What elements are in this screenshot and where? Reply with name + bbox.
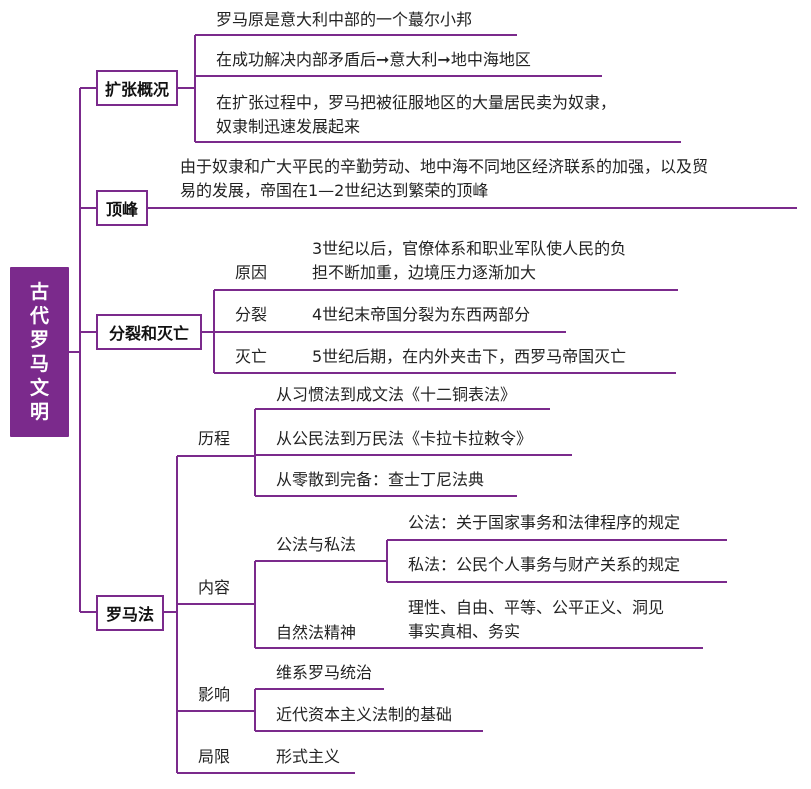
branch-split: 分裂和灭亡 [96, 314, 202, 350]
branch-title: 分裂和灭亡 [108, 324, 189, 343]
law-content-label: 内容 [198, 578, 231, 597]
split-cause-text: 担不断加重，边境压力逐渐加大 [312, 263, 537, 282]
root-char: 马 [29, 353, 49, 375]
root-char: 罗 [29, 329, 49, 351]
law-influence-item: 维系罗马统治 [276, 663, 373, 682]
root-char: 古 [29, 281, 49, 303]
law-public-private-label: 公法与私法 [276, 535, 357, 554]
root-char: 文 [29, 377, 49, 399]
branch-title: 罗马法 [105, 605, 154, 624]
law-process-label: 历程 [198, 429, 231, 448]
root-node: 古 代 罗 马 文 明 [10, 267, 69, 437]
branch-peak: 顶峰 [96, 190, 148, 226]
law-influence-item: 近代资本主义法制的基础 [276, 705, 453, 724]
split-cause-label: 原因 [235, 263, 268, 282]
law-private-law: 私法：公民个人事务与财产关系的规定 [408, 555, 681, 574]
law-process-item: 从零散到完备：查士丁尼法典 [276, 470, 485, 489]
root-char: 明 [29, 401, 49, 423]
split-fall-label: 灭亡 [235, 347, 268, 366]
law-public-law: 公法：关于国家事务和法律程序的规定 [408, 513, 681, 532]
expansion-item: 罗马原是意大利中部的一个蕞尔小邦 [216, 10, 473, 29]
law-influence-label: 影响 [198, 685, 231, 704]
law-natural-law-label: 自然法精神 [276, 623, 357, 642]
law-limit-label: 局限 [198, 747, 231, 766]
peak-text: 易的发展，帝国在1—2世纪达到繁荣的顶峰 [180, 181, 489, 200]
split-split-text: 4世纪末帝国分裂为东西两部分 [312, 305, 531, 324]
root-char: 代 [29, 305, 49, 327]
law-process-item: 从公民法到万民法《卡拉卡拉敕令》 [276, 429, 533, 448]
expansion-item: 在扩张过程中，罗马把被征服地区的大量居民卖为奴隶， [216, 93, 617, 112]
branch-law: 罗马法 [96, 595, 164, 631]
split-split-label: 分裂 [235, 305, 268, 324]
branch-title: 扩张概况 [104, 80, 169, 99]
branch-title: 顶峰 [105, 200, 138, 219]
expansion-item: 在成功解决内部矛盾后➞意大利➞地中海地区 [216, 50, 531, 69]
law-natural-law-text: 理性、自由、平等、公平正义、洞见 [408, 598, 665, 617]
split-cause-text: 3世纪以后，官僚体系和职业军队使人民的负 [312, 239, 627, 258]
law-limit-text: 形式主义 [276, 747, 341, 766]
expansion-item: 奴隶制迅速发展起来 [216, 117, 361, 136]
law-natural-law-text: 事实真相、务实 [408, 622, 521, 641]
branch-expansion: 扩张概况 [96, 70, 178, 106]
law-process-item: 从习惯法到成文法《十二铜表法》 [276, 385, 517, 404]
split-fall-text: 5世纪后期，在内外夹击下，西罗马帝国灭亡 [312, 347, 627, 366]
peak-text: 由于奴隶和广大平民的辛勤劳动、地中海不同地区经济联系的加强，以及贸 [180, 157, 709, 176]
